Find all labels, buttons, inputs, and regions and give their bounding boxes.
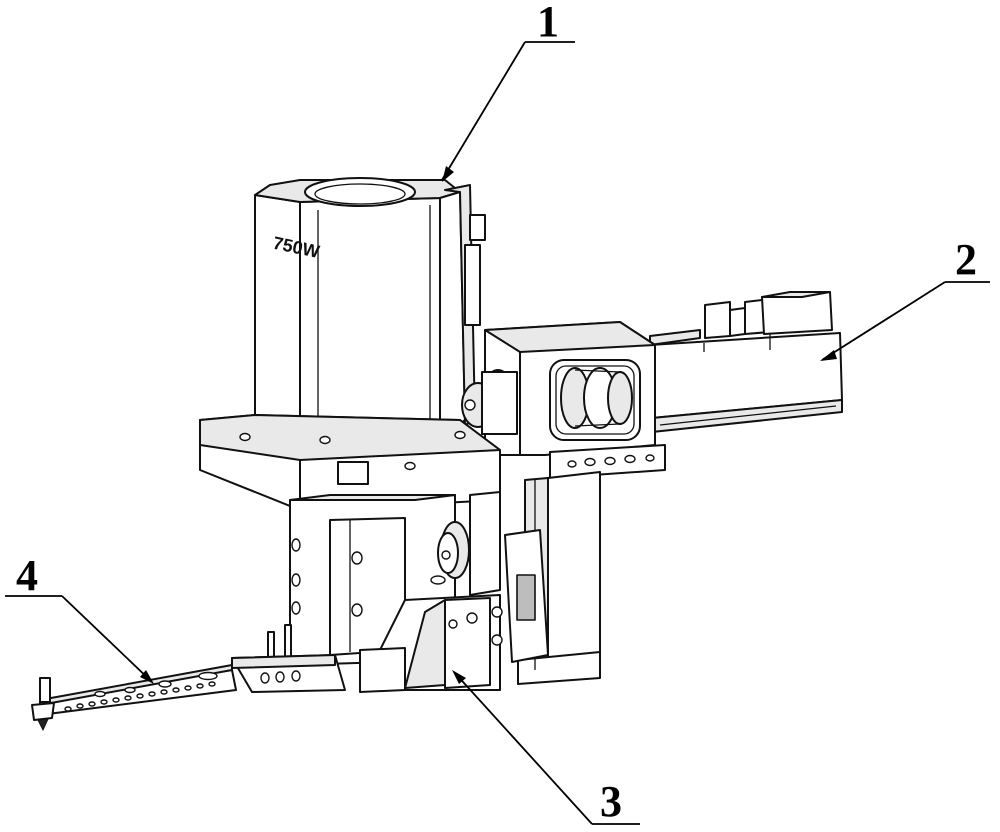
callout-3: 3 (452, 670, 640, 826)
callout-label-1: 1 (537, 0, 559, 46)
callout-label-2: 2 (955, 235, 977, 284)
callout-1: 1 (442, 0, 575, 182)
callout-label-4: 4 (16, 551, 38, 600)
servo-motor: 750W (200, 178, 517, 510)
callout-2: 2 (820, 235, 990, 361)
callout-4: 4 (5, 551, 154, 684)
callout-label-3: 3 (600, 777, 622, 826)
